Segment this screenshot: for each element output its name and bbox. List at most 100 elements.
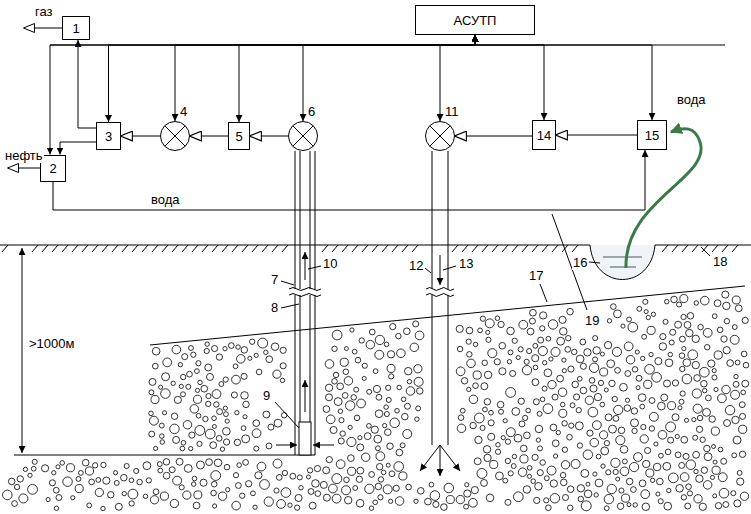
reservoir-grain bbox=[461, 378, 467, 384]
reservoir-grain bbox=[378, 495, 383, 500]
reservoir-grain bbox=[205, 364, 212, 371]
reservoir-grain bbox=[712, 466, 720, 474]
reservoir-grain bbox=[340, 358, 348, 366]
reservoir-grain bbox=[621, 494, 629, 502]
reservoir-grain bbox=[359, 338, 364, 343]
control-link bbox=[175, 35, 475, 121]
reservoir-grain bbox=[542, 361, 546, 365]
pond bbox=[590, 245, 655, 280]
reservoir-grain bbox=[414, 377, 423, 386]
reservoir-grain bbox=[256, 369, 262, 375]
reservoir-grain bbox=[644, 310, 648, 314]
reservoir-grain bbox=[354, 387, 359, 392]
valve-symbol: 6 bbox=[288, 121, 318, 151]
reservoir-grain bbox=[169, 467, 175, 473]
reservoir-grain bbox=[149, 416, 158, 425]
reservoir-grain bbox=[653, 463, 661, 471]
reservoir-grain bbox=[159, 423, 164, 428]
reservoir-grain bbox=[486, 337, 491, 342]
ground-hatch bbox=[52, 245, 58, 252]
reservoir-grain bbox=[560, 402, 565, 407]
reservoir-grain bbox=[614, 310, 622, 318]
reservoir-grain bbox=[160, 434, 165, 439]
reservoir-grain bbox=[355, 357, 361, 363]
ground-hatch bbox=[712, 245, 718, 252]
reservoir-grain bbox=[332, 378, 338, 384]
reservoir-grain bbox=[664, 299, 669, 304]
reservoir-grain bbox=[297, 475, 302, 480]
reservoir-grain bbox=[712, 368, 716, 372]
reservoir-grain bbox=[467, 359, 476, 368]
reservoir-grain bbox=[225, 419, 229, 423]
reservoir-grain bbox=[274, 419, 282, 427]
reservoir-grain bbox=[28, 484, 38, 494]
reservoir-grain bbox=[669, 340, 674, 345]
reservoir-grain bbox=[714, 351, 722, 359]
equipment-number: 2 bbox=[49, 161, 56, 176]
reservoir-grain bbox=[615, 367, 621, 373]
reservoir-grain bbox=[632, 367, 638, 373]
reservoir-grain bbox=[714, 300, 721, 307]
reservoir-grain bbox=[232, 375, 241, 384]
reservoir-grain bbox=[701, 467, 707, 473]
system-name: АСУТП bbox=[454, 13, 497, 28]
reservoir-grain bbox=[614, 405, 623, 414]
reservoir-grain bbox=[587, 430, 593, 436]
ground-hatch bbox=[462, 245, 468, 252]
reservoir-grain bbox=[600, 402, 605, 407]
ground-hatch bbox=[102, 245, 108, 252]
reservoir-grain bbox=[625, 398, 629, 402]
ground-hatch bbox=[192, 245, 198, 252]
reservoir-grain bbox=[495, 472, 503, 480]
reservoir-grain bbox=[241, 426, 246, 431]
ground-hatch bbox=[382, 245, 388, 252]
reservoir-grain bbox=[201, 385, 208, 392]
reservoir-grain bbox=[712, 375, 717, 380]
reservoir-grain bbox=[675, 434, 679, 438]
reservoir-grain bbox=[357, 467, 364, 474]
reservoir-grain bbox=[562, 447, 567, 452]
reservoir-grain bbox=[483, 446, 490, 453]
callout-number: 12 bbox=[408, 258, 424, 273]
reservoir-grain bbox=[694, 495, 702, 503]
reservoir-grain bbox=[390, 324, 396, 330]
reservoir-grain bbox=[670, 329, 676, 335]
reservoir-grain bbox=[218, 492, 226, 500]
reservoir-grain bbox=[54, 506, 58, 510]
equipment-box: 3 bbox=[96, 122, 121, 150]
reservoir-grain bbox=[727, 360, 734, 367]
ground-hatch bbox=[452, 245, 458, 252]
reservoir-grain bbox=[559, 409, 567, 417]
reservoir-grain bbox=[712, 314, 717, 319]
reservoir-grain bbox=[640, 404, 645, 409]
reservoir-grain bbox=[649, 398, 655, 404]
oil-outlet bbox=[8, 168, 40, 169]
reservoir-grain bbox=[713, 494, 717, 498]
reservoir-grain bbox=[444, 483, 454, 493]
reservoir-grain bbox=[692, 361, 699, 368]
reservoir-grain bbox=[484, 399, 490, 405]
reservoir-grain bbox=[315, 491, 321, 497]
reservoir-grain bbox=[53, 487, 59, 493]
reservoir-grain bbox=[446, 496, 454, 504]
reservoir-grain bbox=[85, 467, 93, 475]
reservoir-grain bbox=[196, 361, 201, 366]
reservoir-grain bbox=[631, 419, 639, 427]
reservoir-grain bbox=[717, 327, 723, 333]
reservoir-grain bbox=[705, 395, 711, 401]
reservoir-grain bbox=[604, 388, 608, 392]
reservoir-grain bbox=[217, 409, 223, 415]
reservoir-grain bbox=[191, 352, 196, 357]
reservoir-grain bbox=[562, 421, 567, 426]
reservoir-grain bbox=[627, 317, 632, 322]
reservoir-grain bbox=[609, 425, 617, 433]
callout-number: 18 bbox=[712, 254, 728, 269]
edge-label: вода bbox=[150, 192, 181, 207]
reservoir-grain bbox=[266, 443, 272, 449]
ground-hatch bbox=[572, 245, 578, 252]
flow-arrow bbox=[305, 380, 306, 412]
reservoir-grain bbox=[134, 468, 139, 473]
reservoir-grain bbox=[580, 363, 586, 369]
reservoir-grain bbox=[323, 494, 330, 501]
reservoir-grain bbox=[223, 427, 231, 435]
